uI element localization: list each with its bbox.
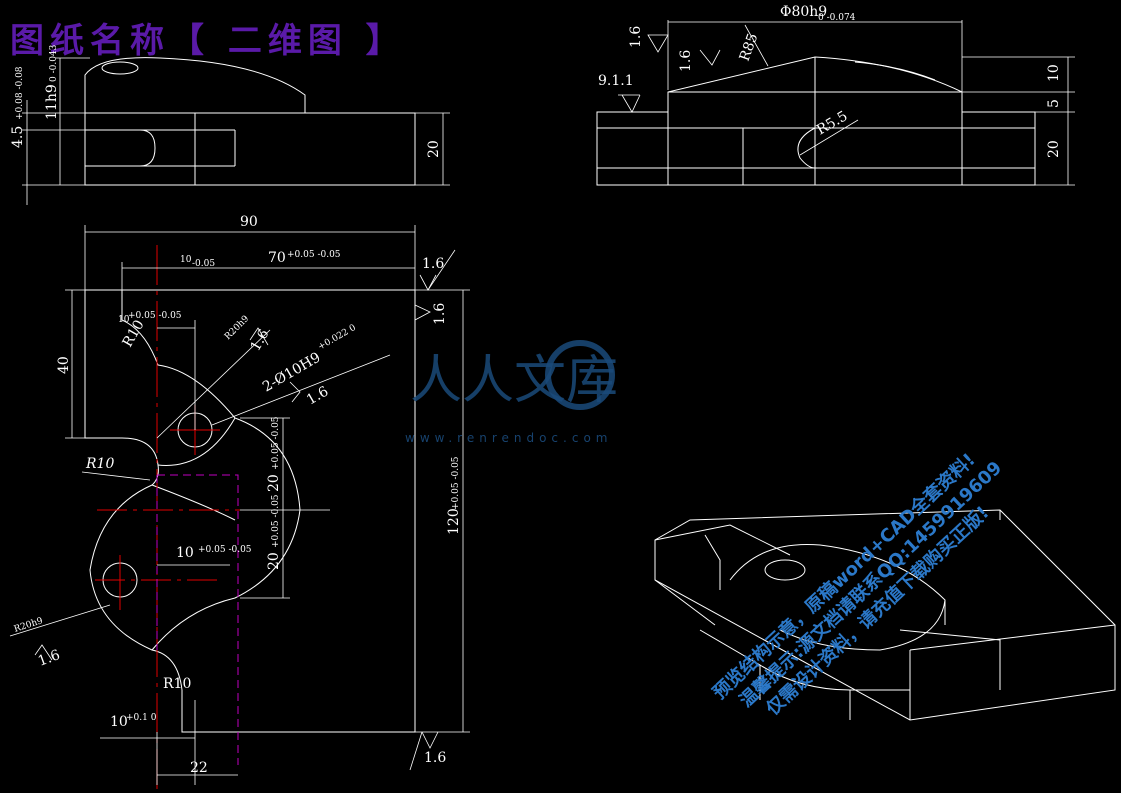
top-r10-bot: R10	[163, 676, 191, 692]
side-chamfer: 9.1.1	[598, 73, 634, 89]
top-dim-70-tol: +0.05 -0.05	[287, 250, 341, 260]
front-dim-4-5-tol: +0.08 -0.08	[15, 66, 25, 120]
top-dim-20b: 20	[266, 552, 282, 570]
top-dim-20a-tol: +0.05 -0.05	[271, 416, 281, 470]
side-rough-b: 1.6	[678, 50, 694, 72]
top-rough-top: 1.6	[422, 256, 444, 272]
watermark: 人人文库 www.renrendoc.com	[405, 340, 618, 445]
top-dim-90: 90	[240, 214, 258, 230]
front-dim-4-5: 4.5	[10, 126, 26, 148]
front-dim-20: 20	[426, 140, 442, 158]
side-dim-20: 20	[1046, 140, 1062, 158]
top-dim-10b: 10	[118, 315, 130, 325]
top-dim-10c: 10	[176, 545, 194, 561]
top-rough-left: 1.6	[36, 647, 62, 670]
top-dim-10a-tol: -0.05	[192, 259, 215, 269]
top-dim-20a: 20	[266, 474, 282, 492]
top-rough-right: 1.6	[432, 303, 448, 325]
watermark-logo-text: 人人文库	[410, 351, 618, 411]
drawing-title: 图纸名称【 二维图 】	[10, 21, 406, 61]
top-r10-mid: R10	[85, 456, 114, 472]
top-dim-20b-tol: +0.05 -0.05	[271, 494, 281, 548]
top-dim-22: 22	[190, 760, 208, 776]
side-dim-phi80-tol: 0 -0.074	[818, 13, 856, 23]
top-dim-120-tol: +0.05 -0.05	[451, 456, 461, 510]
front-view: 11h9 0 -0.043 4.5 +0.08 -0.08 20	[10, 44, 450, 205]
notice-line-2: 温馨提示:源文档请联系QQ:1459919609	[735, 457, 1006, 712]
top-view: 90 70 +0.05 -0.05 10 -0.05 40 120 +0.05 …	[9, 214, 470, 790]
top-dim-10c-tol: +0.05 -0.05	[198, 545, 252, 555]
side-dim-5: 5	[1046, 99, 1062, 108]
front-dim-11h9: 11h9	[44, 84, 60, 120]
front-dim-11h9-tol: 0 -0.043	[49, 44, 59, 82]
side-r5-5: R5.5	[814, 108, 850, 138]
top-dim-10b-tol: +0.05 -0.05	[128, 311, 182, 321]
top-dim-40: 40	[56, 356, 72, 374]
side-rough-a: 1.6	[628, 26, 644, 48]
top-dim-120: 120	[446, 508, 462, 535]
top-r20-top: R20h9	[223, 314, 251, 342]
promo-notice: 预览结构示意，原稿word+CAD全套资料! 温馨提示:源文档请联系QQ:145…	[708, 449, 1006, 721]
notice-line-1: 预览结构示意，原稿word+CAD全套资料!	[708, 449, 979, 704]
top-dim-70: 70	[268, 250, 286, 266]
side-dim-phi80: Φ80h9	[780, 4, 827, 20]
top-r20-bot: R20h9	[13, 616, 45, 635]
top-dim-10d: 10	[110, 714, 128, 730]
side-dim-10: 10	[1046, 64, 1062, 82]
side-view: Φ80h9 0 -0.074 1.6 1.6 R85 R5.5 9.1.1 10…	[596, 4, 1075, 186]
watermark-url: www.renrendoc.com	[405, 431, 612, 445]
isometric-view	[654, 509, 1116, 721]
top-holes-tol: +0.022 0	[317, 323, 359, 353]
top-rough-bottom: 1.6	[424, 750, 446, 766]
top-dim-10a: 10	[180, 255, 192, 265]
top-dim-10d-tol: +0.1 0	[126, 713, 157, 723]
